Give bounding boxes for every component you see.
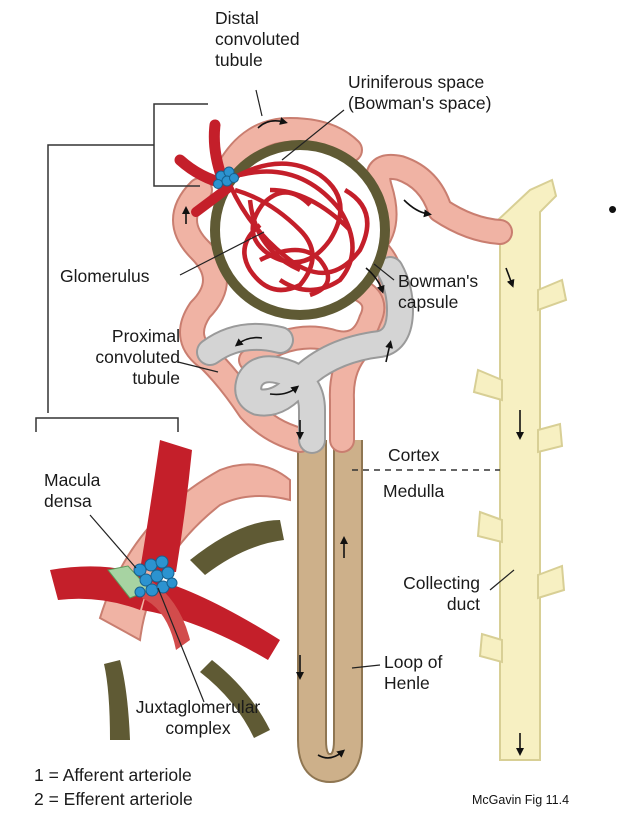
label-collecting-duct: Collecting duct <box>403 573 480 614</box>
inset-brackets <box>35 103 208 432</box>
label-juxtaglomerular-complex: Juxtaglomerular complex <box>135 697 261 738</box>
legend-line-1: 1 = Afferent arteriole <box>34 765 192 785</box>
inset-number-one: 1 <box>64 540 74 559</box>
inset-juxtaglomerular <box>50 440 291 740</box>
label-macula-densa: Macula densa <box>44 470 101 511</box>
bullet-mark: • <box>608 194 618 224</box>
label-cortex: Cortex <box>388 445 440 465</box>
label-loop-of-henle: Loop of Henle <box>384 652 443 693</box>
legend-line-2: 2 = Efferent arteriole <box>34 789 193 809</box>
figure-credit: McGavin Fig 11.4 <box>472 793 570 807</box>
label-uriniferous-space: Uriniferous space (Bowman's space) <box>348 72 492 113</box>
loop-of-henle <box>297 440 363 784</box>
collecting-duct <box>472 178 568 761</box>
inset-number-two: 2 <box>142 452 152 471</box>
label-distal-tubule: Distal convoluted tubule <box>215 8 300 70</box>
glomerulus <box>227 161 370 298</box>
proximal-tubule <box>196 256 414 454</box>
leader-lines <box>89 89 515 703</box>
label-bowmans-capsule: Bowman's capsule <box>398 271 479 312</box>
macula-densa-cluster-main <box>213 166 239 189</box>
label-medulla: Medulla <box>383 481 445 501</box>
label-glomerulus: Glomerulus <box>60 266 150 286</box>
label-proximal-tubule: Proximal convoluted tubule <box>95 326 180 388</box>
flow-arrows <box>182 117 524 759</box>
macula-densa-cluster-inset <box>133 555 178 598</box>
